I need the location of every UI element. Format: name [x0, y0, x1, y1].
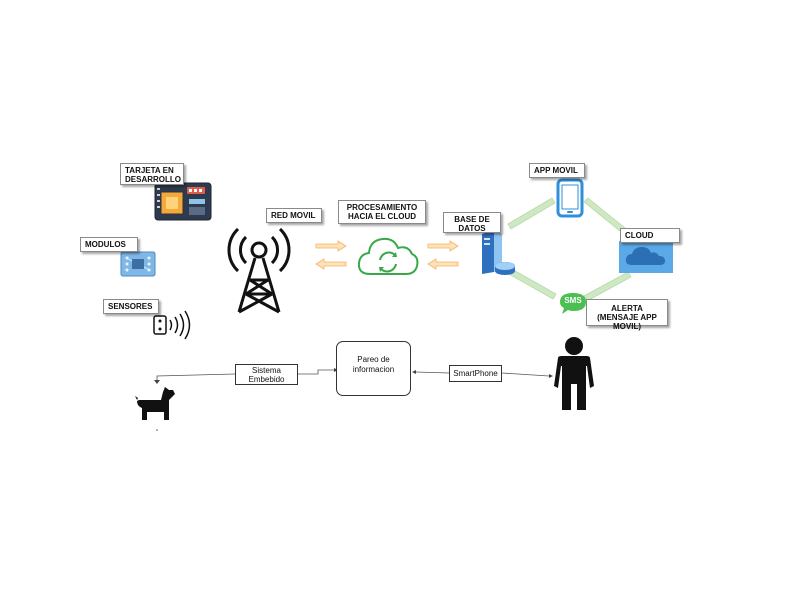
green-connector-db-phone [507, 197, 556, 230]
label-alerta: ALERTA (MENSAJE APP MOVIL) [586, 299, 668, 331]
label-base-datos: BASE DE DATOS [443, 212, 501, 233]
database-server-icon [482, 230, 515, 275]
circuit-board-icon [154, 182, 212, 221]
label-red-movil: RED MOVIL [266, 208, 322, 223]
cloud-icon [619, 241, 673, 273]
sensor-icon [153, 310, 191, 340]
arrow-right-2 [427, 240, 459, 252]
label-cloud: CLOUD [620, 228, 680, 243]
green-connector-sms-cloud [583, 271, 632, 302]
arrowhead-pareo-right [412, 370, 416, 374]
label-sensores: SENSORES [103, 299, 159, 314]
box-pareo: Pareo de informacion [336, 341, 411, 396]
sms-badge-text: SMS [564, 296, 582, 305]
label-modulos: MODULOS [80, 237, 138, 252]
sms-bubble-icon: SMS [558, 291, 588, 317]
dog-icon [135, 387, 175, 420]
smartphone-icon [556, 178, 584, 218]
line-sistema-to-pareo [298, 369, 334, 375]
line-smartphone-to-person [501, 372, 550, 377]
label-tarjeta: TARJETA EN DESARROLLO [120, 163, 184, 185]
arrow-left-2 [427, 258, 459, 270]
module-chip-icon [120, 251, 156, 277]
arrow-left-1 [315, 258, 347, 270]
box-smartphone: SmartPhone [449, 365, 502, 382]
arrow-right-1 [315, 240, 347, 252]
label-app-movil: APP MOVIL [529, 163, 585, 178]
line-sistema-to-dog [156, 373, 236, 381]
box-sistema-embebido: Sistema Embebido [235, 364, 298, 385]
cloud-sync-icon [357, 237, 419, 275]
line-smartphone-to-pareo [415, 371, 450, 374]
radio-tower-icon [227, 227, 291, 314]
person-icon [554, 337, 594, 410]
arrowhead-person [549, 374, 553, 378]
arrowhead-dog [154, 380, 160, 384]
label-procesamiento: PROCESAMIENTO HACIA EL CLOUD [338, 200, 426, 224]
